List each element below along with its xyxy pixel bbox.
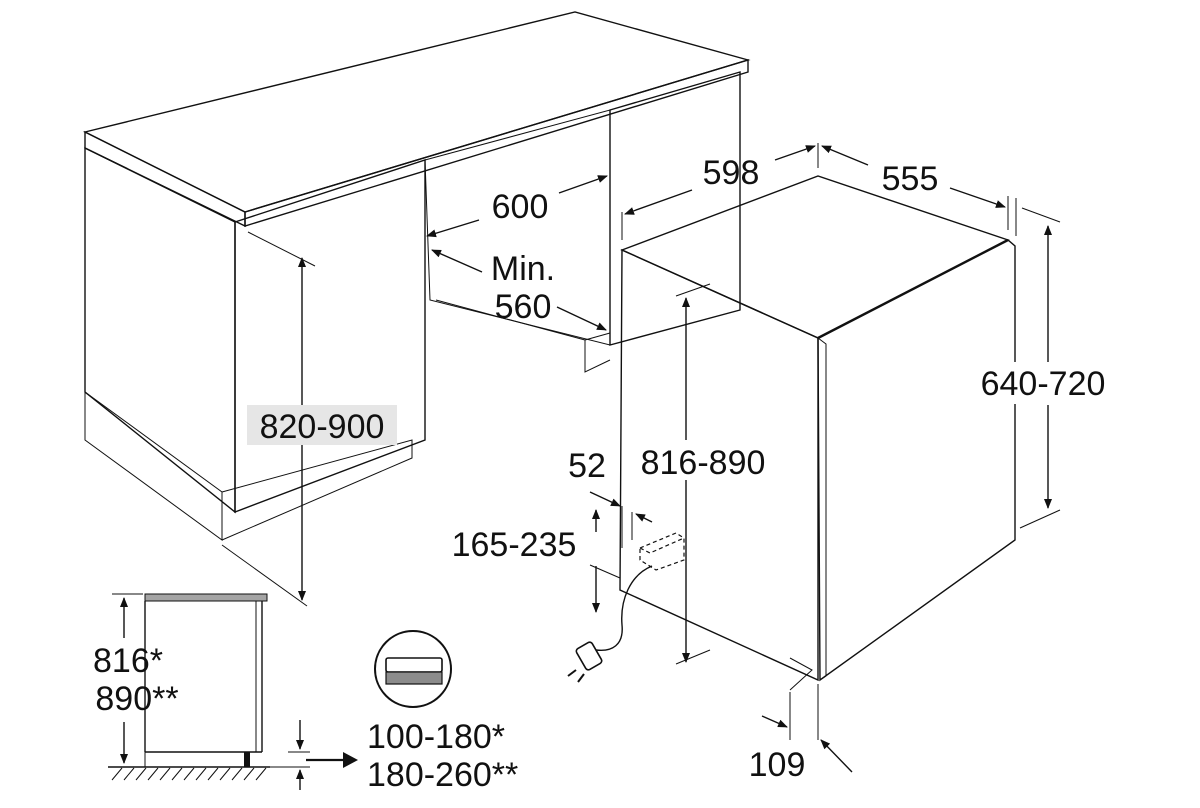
appliance-height-dimension: 816-890 [641, 283, 766, 665]
side-height-label-2: 890** [95, 680, 178, 718]
connection-height-label: 165-235 [452, 526, 577, 564]
side-section-detail: 816* 890** [93, 593, 310, 790]
panel-height-label: 640-720 [981, 365, 1106, 403]
connection-offset-label: 52 [568, 447, 606, 485]
plinth-depth-dimension: 109 [749, 684, 853, 784]
connection-offset-dimension: 52 [568, 447, 653, 548]
plinth-depth-label: 109 [749, 746, 806, 784]
power-plug-icon [567, 641, 603, 683]
dishwasher [595, 175, 1016, 691]
niche-min-label: Min. [491, 250, 555, 288]
appliance-width-dimension: 598 [621, 143, 819, 240]
plinth-range-label-1: 100-180* [367, 718, 505, 756]
appliance-height-label: 816-890 [641, 444, 766, 482]
panel-height-dimension: 640-720 [968, 207, 1118, 529]
niche-width-dimension: 600 [426, 175, 608, 238]
niche-min-value: 560 [495, 288, 552, 326]
arrow-right-icon [306, 752, 358, 768]
plinth-panel-icon [374, 630, 452, 708]
plinth-range-label-2: 180-260** [367, 756, 518, 794]
appliance-depth-dimension: 555 [821, 145, 1017, 236]
niche-min-dimension: Min. 560 [431, 249, 607, 331]
appliance-depth-label: 555 [882, 160, 939, 198]
connection-height-dimension: 165-235 [452, 509, 621, 613]
cabinet-height-label: 820-900 [260, 408, 385, 446]
niche-width-label: 600 [492, 188, 549, 226]
side-height-label-1: 816* [93, 642, 163, 680]
appliance-width-label: 598 [703, 154, 760, 192]
cabinet-height-dimension: 820-900 [221, 231, 397, 607]
kitchen-cabinet [82, 11, 751, 541]
